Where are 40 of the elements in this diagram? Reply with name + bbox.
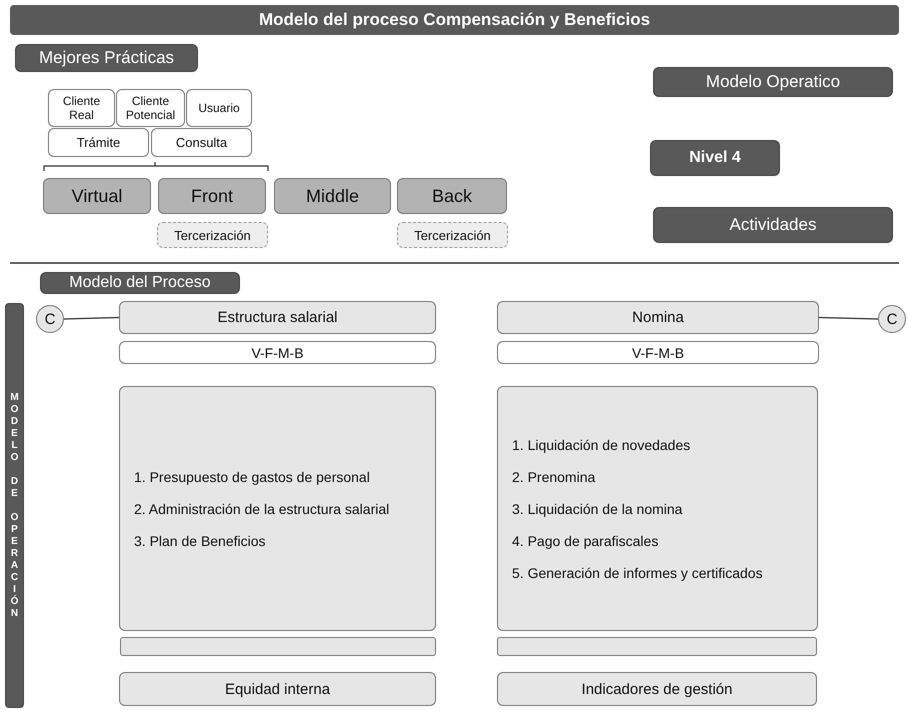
section-tab: Mejores Prácticas	[15, 44, 198, 72]
channel-strip: V-F-M-B	[119, 341, 436, 364]
list-item: 3. Plan de Beneficios	[134, 532, 266, 548]
result-box: Indicadores de gestión	[497, 672, 817, 706]
list-item: 1. Liquidación de novedades	[512, 436, 690, 452]
connector-line	[64, 316, 120, 320]
header-box: Modelo Operatico	[653, 67, 893, 97]
channel-box: Back	[397, 178, 507, 214]
system-bar	[120, 637, 436, 656]
list-item: 1. Presupuesto de gastos de personal	[134, 468, 370, 484]
outsourcing-box: Tercerización	[157, 222, 268, 248]
level-box: Nivel 4	[650, 140, 780, 176]
activity-panel	[497, 386, 818, 631]
channel-box: Virtual	[43, 178, 151, 214]
connector-line	[818, 316, 878, 320]
connector-circle: C	[36, 305, 64, 333]
system-bar	[497, 637, 817, 656]
result-box: Equidad interna	[119, 672, 436, 706]
category-box: Consulta	[151, 128, 252, 157]
activity-panel	[119, 386, 436, 631]
channel-box: Middle	[274, 178, 391, 214]
channel-box: Front	[158, 178, 266, 214]
list-item: 2. Administración de la estructura salarial	[134, 500, 390, 516]
category-box: Cliente Potencial	[116, 89, 185, 127]
side-bar: MODELO DE OPERACIÓN	[5, 303, 24, 708]
list-item: 4. Pago de parafiscales	[512, 532, 658, 548]
process-box: Nomina	[497, 301, 819, 334]
header-box: Actividades	[653, 207, 893, 243]
connector-circle: C	[878, 305, 906, 333]
category-box: Usuario	[186, 89, 252, 127]
list-item: 2. Prenomina	[512, 468, 596, 484]
category-box: Trámite	[48, 128, 149, 157]
list-item: 5. Generación de informes y certificados	[512, 564, 763, 580]
category-box: Cliente Real	[48, 89, 115, 127]
section-tab: Modelo del Proceso	[40, 272, 240, 294]
channel-strip: V-F-M-B	[497, 341, 819, 364]
list-item: 3. Liquidación de la nomina	[512, 500, 682, 516]
title-bar: Modelo del proceso Compensación y Beneficios	[10, 5, 899, 35]
process-box: Estructura salarial	[119, 301, 436, 334]
outsourcing-box: Tercerización	[397, 222, 508, 248]
